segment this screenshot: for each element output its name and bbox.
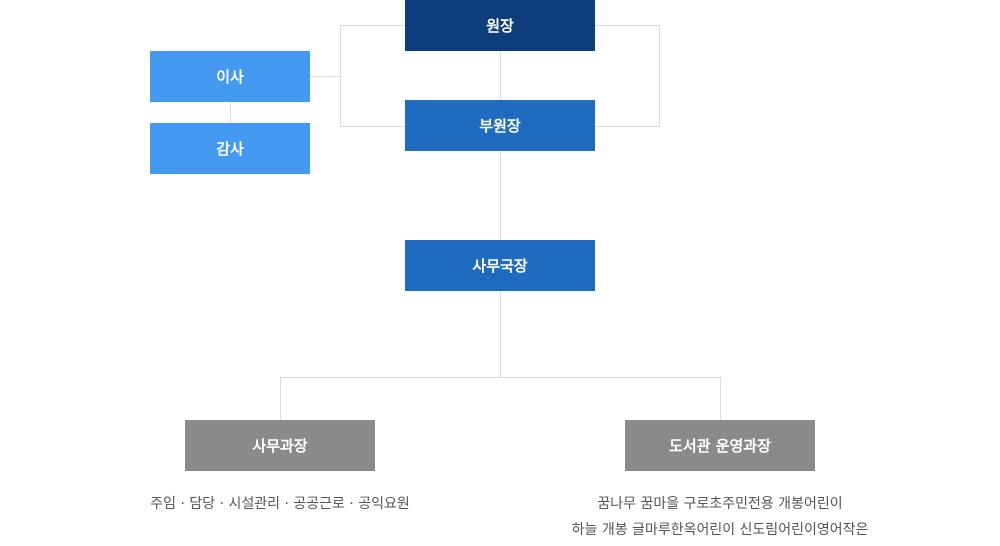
connector-horizontal-bottom: [280, 377, 721, 378]
bracket-left-bottom: [340, 126, 405, 127]
library-description: 꿈나무 꿈마을 구로초주민전용 개봉어린이 하늘 개봉 글마루한옥어린이 신도림…: [520, 491, 920, 543]
connector-secretary-down: [500, 291, 501, 377]
bracket-right-bottom: [595, 126, 660, 127]
admin-staff-text: 주임 · 담당 · 시설관리 · 공공근로 · 공익요원: [150, 496, 410, 512]
bracket-right-vertical: [659, 25, 660, 126]
admin-staff-description: 주임 · 담당 · 시설관리 · 공공근로 · 공익요원: [80, 491, 480, 517]
connector-board-to-auditor: [230, 102, 231, 123]
node-auditor: 감사: [150, 123, 310, 174]
library-description-line-2: 하늘 개봉 글마루한옥어린이 신도림어린이영어작은: [571, 522, 869, 538]
bracket-left-top: [340, 25, 405, 26]
node-director: 원장: [405, 0, 595, 51]
node-admin-manager: 사무과장: [185, 420, 375, 471]
connector-vice-to-secretary: [500, 151, 501, 240]
connector-to-admin-manager: [280, 377, 281, 420]
node-vice-director: 부원장: [405, 100, 595, 151]
connector-director-to-vice: [500, 51, 501, 100]
node-secretary-general: 사무국장: [405, 240, 595, 291]
connector-to-library-manager: [720, 377, 721, 420]
bracket-left-vertical: [340, 25, 341, 126]
bracket-right-top: [595, 25, 660, 26]
library-description-line-1: 꿈나무 꿈마을 구로초주민전용 개봉어린이: [597, 496, 843, 512]
node-library-manager: 도서관 운영과장: [625, 420, 815, 471]
node-board-member: 이사: [150, 51, 310, 102]
connector-board-to-bracket: [310, 76, 341, 77]
